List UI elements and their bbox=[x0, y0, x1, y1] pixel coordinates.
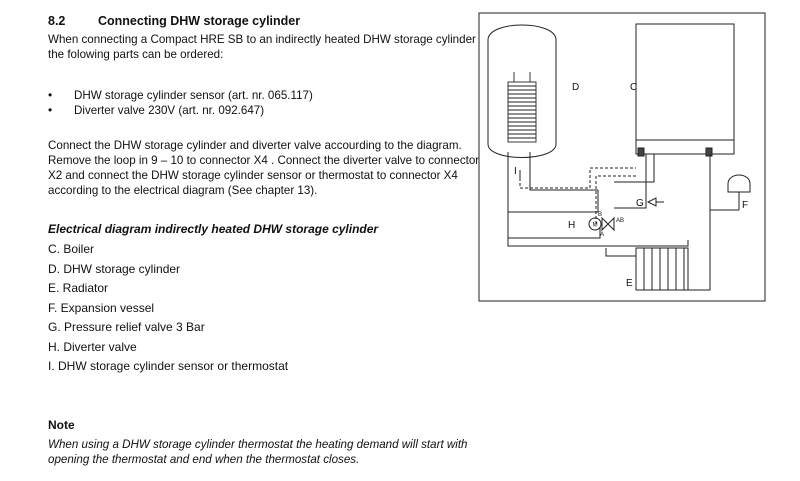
boiler-connector-right bbox=[705, 147, 713, 157]
label-valve-port-a: A bbox=[600, 232, 604, 238]
pipe-boiler-return bbox=[709, 154, 726, 211]
label-boiler: C bbox=[630, 82, 637, 93]
label-expansion-vessel: F bbox=[742, 200, 748, 211]
legend-item-d: D. DHW storage cylinder bbox=[48, 262, 181, 276]
pipe-bottom-loop bbox=[507, 212, 601, 239]
intro-line-2: the folowing parts can be ordered: bbox=[48, 48, 224, 61]
diverter-valve-motor bbox=[588, 217, 602, 231]
diverter-valve-body bbox=[601, 216, 615, 232]
intro-line-1: When connecting a Compact HRE SB to an i… bbox=[48, 33, 476, 46]
label-radiator: E bbox=[626, 278, 633, 289]
note-line-2: opening the thermostat and end when the … bbox=[48, 453, 360, 466]
legend-item-g: G. Pressure relief valve 3 Bar bbox=[48, 320, 205, 334]
instruction-line-2: Remove the loop in 9 – 10 to connector X… bbox=[48, 154, 480, 167]
label-pressure-relief-valve: G bbox=[636, 198, 644, 209]
dhw-cylinder-body bbox=[487, 24, 557, 158]
pipe-cylinder-flow bbox=[529, 152, 598, 191]
legend-item-e: E. Radiator bbox=[48, 281, 109, 295]
diagram-frame bbox=[478, 12, 766, 302]
expansion-vessel bbox=[727, 174, 751, 193]
bullet-item-valve: Diverter valve 230V (art. nr. 092.647) bbox=[74, 104, 265, 117]
label-diverter-valve: H bbox=[568, 220, 575, 231]
legend-item-h: H. Diverter valve bbox=[48, 340, 137, 354]
label-valve-port-b: B bbox=[598, 212, 602, 218]
label-valve-port-ab: AB bbox=[616, 218, 624, 224]
bullet-marker: • bbox=[48, 103, 53, 117]
cylinder-coil bbox=[507, 72, 537, 143]
legend-item-f: F. Expansion vessel bbox=[48, 301, 155, 315]
legend-item-c: C. Boiler bbox=[48, 242, 95, 256]
pipe-radiator-return bbox=[507, 238, 689, 247]
diagram-heading: Electrical diagram indirectly heated DHW… bbox=[48, 222, 379, 236]
pipe-cylinder-return bbox=[507, 152, 598, 213]
note-line-1: When using a DHW storage cylinder thermo… bbox=[48, 438, 468, 451]
legend-item-i: I. DHW storage cylinder sensor or thermo… bbox=[48, 359, 289, 373]
label-dhw-cylinder: D bbox=[572, 82, 579, 93]
bullet-marker: • bbox=[48, 88, 53, 102]
boiler-connector-left bbox=[637, 147, 645, 157]
pipe-boiler-secondary bbox=[614, 154, 655, 183]
instruction-line-4: according to the electrical diagram (See… bbox=[48, 184, 318, 197]
note-heading: Note bbox=[48, 418, 75, 432]
instruction-line-3: X2 and connect the DHW storage cylinder … bbox=[48, 169, 458, 182]
installation-diagram: D C E F G H I B A AB M bbox=[478, 12, 766, 302]
boiler-body bbox=[635, 23, 735, 155]
label-cylinder-sensor: I bbox=[514, 166, 517, 177]
section-number: 8.2 bbox=[48, 14, 66, 28]
pipe-radiator-right bbox=[688, 248, 711, 291]
pipe-boiler-flow bbox=[614, 154, 647, 209]
sensor-wire bbox=[519, 167, 636, 189]
pipe-to-radiator-left bbox=[605, 248, 636, 257]
label-valve-motor: M bbox=[593, 223, 598, 229]
valve-wire bbox=[595, 175, 636, 224]
pressure-relief-valve bbox=[646, 197, 657, 207]
radiator-body bbox=[635, 247, 689, 291]
bullet-item-sensor: DHW storage cylinder sensor (art. nr. 06… bbox=[74, 89, 313, 102]
instruction-line-1: Connect the DHW storage cylinder and div… bbox=[48, 139, 462, 152]
section-title: Connecting DHW storage cylinder bbox=[98, 14, 301, 28]
